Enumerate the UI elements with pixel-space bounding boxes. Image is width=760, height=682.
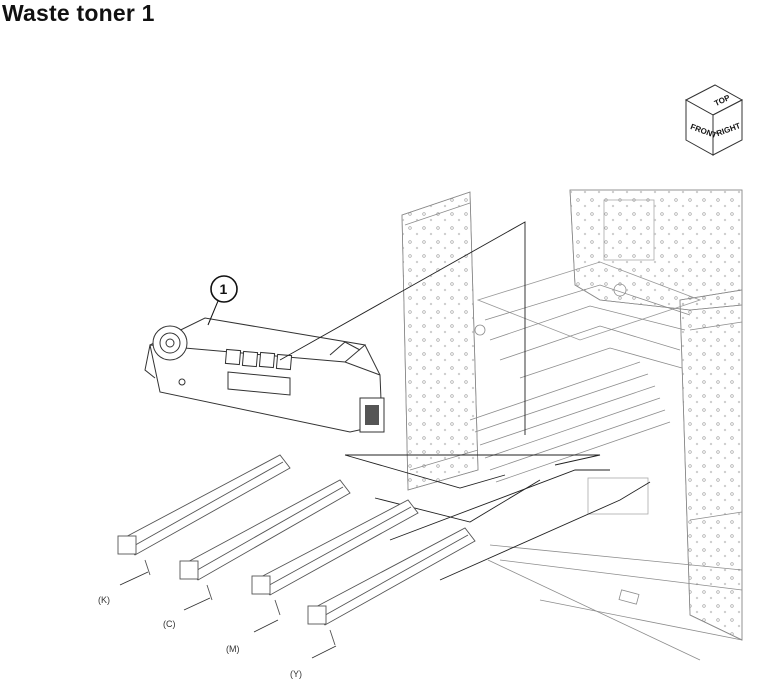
drum-label-k: (K) (98, 595, 110, 605)
leader-lines (279, 221, 651, 581)
printer-frame (401, 189, 743, 661)
drum-label-y: (Y) (290, 669, 302, 679)
callout-1: 1 (207, 275, 238, 326)
drum-cartridge-y (307, 527, 476, 646)
waste-toner-bottle (144, 317, 385, 433)
drum-cartridge-c (179, 479, 351, 601)
drum-m-leader (253, 619, 279, 633)
drum-c-leader (183, 597, 211, 611)
drum-cartridge-k (117, 454, 291, 576)
drum-cartridge-m (251, 499, 419, 616)
drum-label-c: (C) (163, 619, 176, 629)
orientation-cube: TOP FRONT RIGHT (684, 84, 744, 156)
drum-label-m: (M) (226, 644, 240, 654)
drum-y-leader (311, 645, 337, 659)
callout-1-number: 1 (220, 281, 228, 297)
page-title: Waste toner 1 (2, 0, 155, 26)
drum-k-leader (119, 571, 149, 586)
